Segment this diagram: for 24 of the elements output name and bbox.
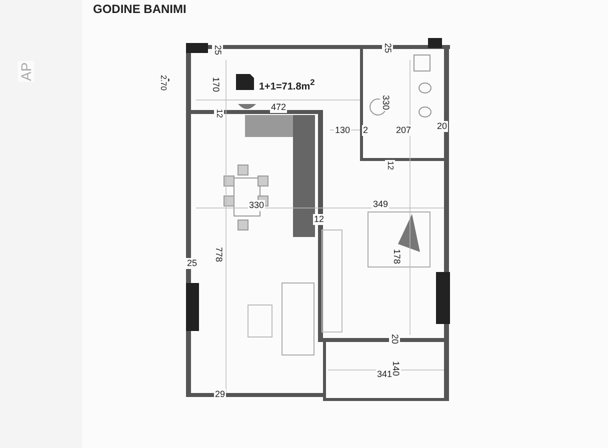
dimension-label: 472 xyxy=(270,102,288,113)
level-mark: 2.70 xyxy=(158,74,168,92)
dimension-label: 207 xyxy=(395,125,412,136)
dimension-label: 130 xyxy=(334,125,352,136)
dimension-label: 330 xyxy=(248,200,266,211)
dimension-label: 330 xyxy=(380,94,391,112)
dimension-label: 341 xyxy=(376,369,394,380)
dimension-label: 140 xyxy=(390,360,401,378)
dimension-label: 178 xyxy=(391,248,402,266)
dimension-label: 778 xyxy=(213,246,224,264)
dimension-label: 170 xyxy=(210,76,221,94)
dimension-label: 349 xyxy=(372,199,390,210)
dimension-label: 2 xyxy=(362,125,370,136)
dimension-label: 25 xyxy=(186,258,198,269)
sheet-mark: AP xyxy=(18,61,34,82)
dimension-label: 29 xyxy=(214,389,226,400)
dimension-label: 25 xyxy=(212,44,223,56)
dimension-label: 12 xyxy=(385,160,395,171)
dimension-label: 25 xyxy=(382,42,393,54)
dimension-label: 12 xyxy=(313,214,326,225)
dimension-label: 20 xyxy=(389,333,400,346)
dimension-label: 12 xyxy=(214,108,224,119)
page-title: GODINE BANIMI xyxy=(92,2,188,16)
dimension-label: 20 xyxy=(436,121,448,132)
